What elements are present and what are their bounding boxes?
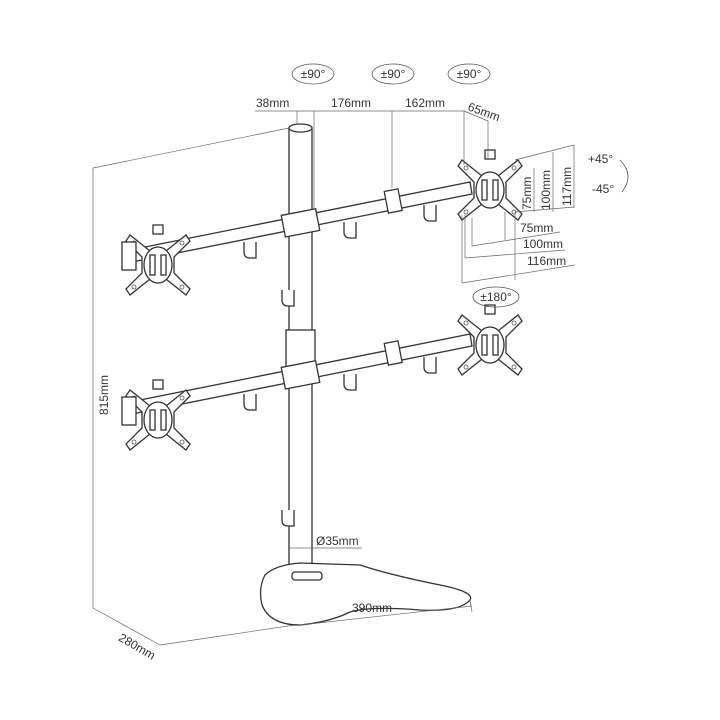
arm-length-dimensions: 38mm 176mm 162mm 65mm	[255, 96, 502, 210]
rotation-arm-3-label: ±90°	[457, 67, 482, 81]
tilt-down-label: -45°	[592, 182, 614, 196]
base: 390mm Ø35mm	[259, 534, 473, 626]
tilt-up-label: +45°	[588, 152, 613, 166]
base-depth-label: 280mm	[116, 630, 158, 662]
bracket-rotate-label: ±180°	[480, 290, 512, 304]
plate-width-label: 116mm	[527, 254, 566, 268]
pole	[281, 123, 316, 574]
rotation-badges: ±90° ±90° ±90° ±180° +45° -45°	[291, 63, 629, 308]
arm-segment-1-label: 176mm	[331, 96, 371, 110]
vesa-75-vertical-label: 75mm	[520, 177, 534, 210]
total-height-label: 815mm	[97, 375, 111, 415]
vesa-dimensions: 75mm 100mm 117mm 75mm 100mm 116mm	[461, 144, 576, 284]
rotation-arm-1-label: ±90°	[301, 67, 326, 81]
bottom-arm	[121, 304, 523, 451]
rotation-arm-2-label: ±90°	[381, 67, 406, 81]
arm-segment-2-label: 162mm	[405, 96, 445, 110]
pole-diameter-label: Ø35mm	[316, 534, 359, 548]
vesa-75-horizontal-label: 75mm	[520, 221, 553, 235]
base-width-label: 390mm	[352, 601, 392, 615]
vesa-100-horizontal-label: 100mm	[523, 237, 563, 251]
pole-offset-label: 38mm	[256, 96, 289, 110]
plate-height-label: 117mm	[560, 167, 574, 206]
vesa-100-vertical-label: 100mm	[539, 170, 553, 210]
bracket-depth-label: 65mm	[466, 100, 502, 125]
top-arm	[121, 149, 523, 296]
